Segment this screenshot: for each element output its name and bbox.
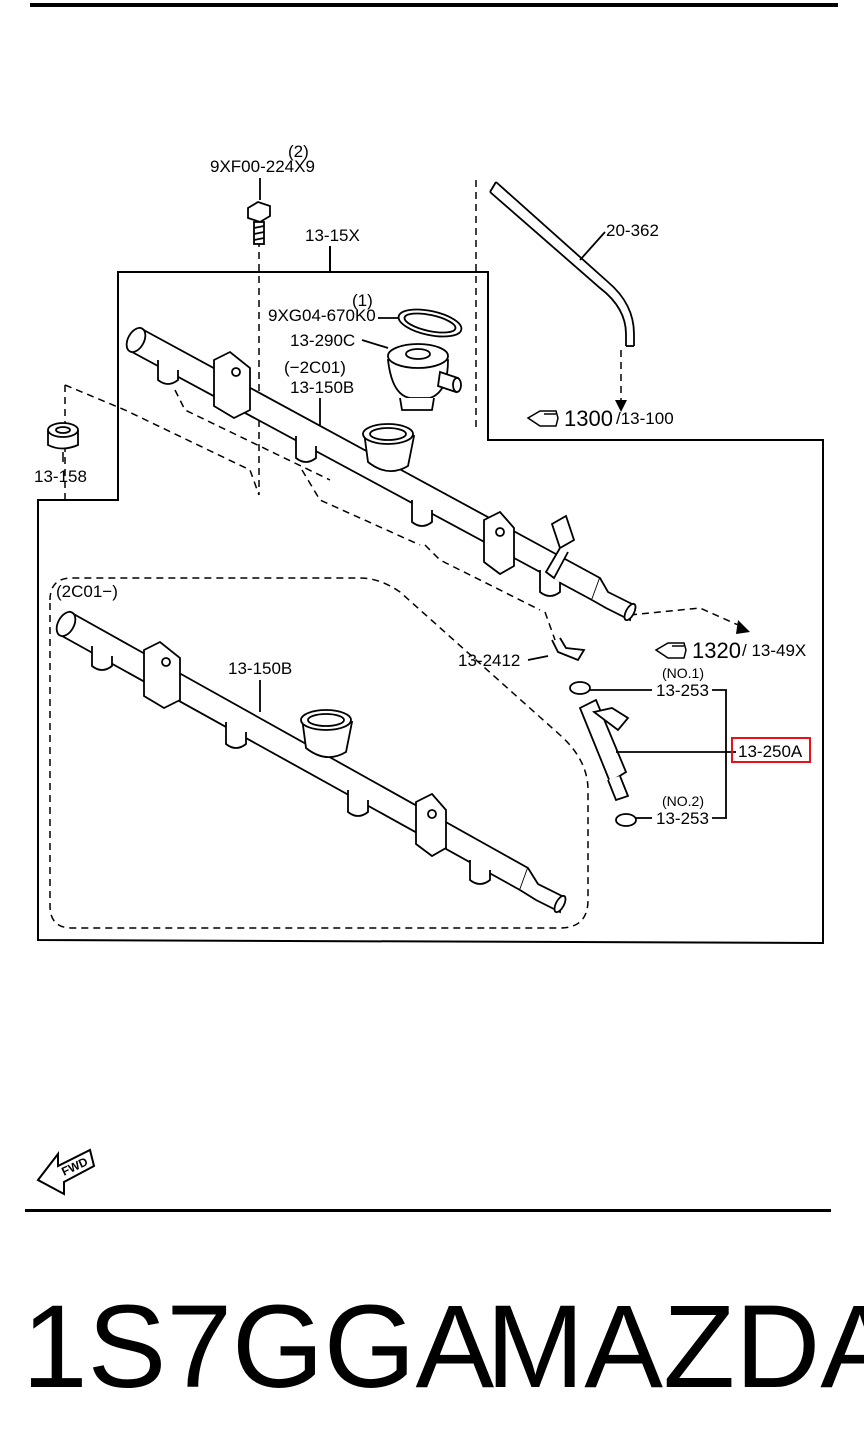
caption: 1S7GGA MAZDA	[22, 1272, 864, 1422]
bottom-rule	[25, 1209, 831, 1212]
oring-1-label: 13-253	[656, 681, 709, 700]
forward-arrow-icon: FWD	[36, 1148, 96, 1196]
ring-part	[378, 308, 463, 338]
range-lower-label: (2C01−)	[56, 582, 118, 601]
dashed-guides	[49, 180, 746, 929]
upper-fuel-rail	[125, 326, 637, 622]
ring-label: 9XG04-670K0	[268, 306, 376, 325]
injector-part	[569, 681, 637, 827]
part-code: 1S7GGA	[22, 1281, 495, 1413]
no2-label: (NO.2)	[662, 793, 704, 809]
brand-name: MAZDA	[486, 1281, 864, 1413]
hose-label: 20-362	[606, 221, 659, 240]
rail-upper-label: 13-150B	[290, 378, 354, 397]
ref-fig-1-label: 1300	[564, 406, 613, 431]
ref-sub-1-label: /13-100	[616, 409, 674, 428]
bolt-part	[247, 178, 271, 245]
ref-fig-2-label: 1320	[692, 638, 741, 663]
pointer-icon	[526, 410, 559, 427]
top-border	[30, 3, 838, 7]
bolt-label: 9XF00-224X9	[210, 157, 315, 176]
bolt-qty-label: (2)	[288, 142, 309, 161]
range-upper-label: (−2C01)	[284, 358, 346, 377]
cap-label: 13-158	[34, 467, 87, 486]
injector-highlight-box	[731, 737, 811, 763]
no1-label: (NO.1)	[662, 665, 704, 681]
injector-label: 13-250A	[738, 742, 803, 761]
ref-1300-arrowhead	[615, 400, 627, 412]
damper-part	[361, 339, 462, 411]
clip-part	[527, 637, 586, 662]
damper-label: 13-290C	[290, 331, 355, 350]
ref-1320-arrowhead	[736, 620, 750, 634]
pointer-icon	[654, 642, 687, 659]
clip-label: 13-2412	[458, 651, 520, 670]
part-group-bracket	[259, 398, 736, 819]
hose-part	[489, 181, 635, 347]
oring-2-label: 13-253	[656, 809, 709, 828]
ref-sub-2-label: / 13-49X	[742, 641, 806, 660]
ring-qty-label: (1)	[352, 291, 373, 310]
assembly-frame	[37, 271, 824, 945]
lower-fuel-rail	[55, 610, 567, 914]
rail-lower-label: 13-150B	[228, 659, 292, 678]
rail-assembly-label: 13-15X	[305, 226, 360, 245]
cap-part	[47, 422, 79, 450]
